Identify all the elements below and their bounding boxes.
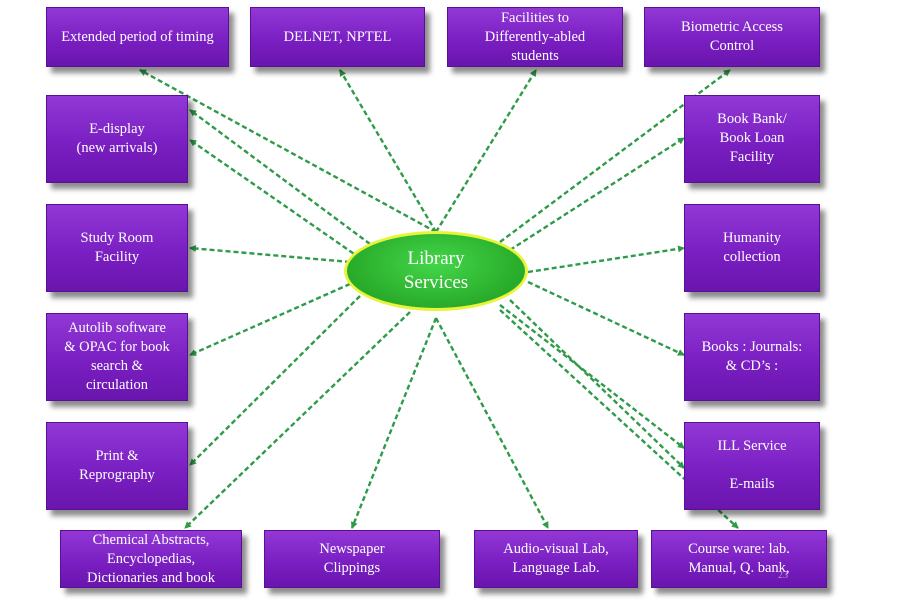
box-audio-visual: Audio-visual Lab, Language Lab. — [474, 530, 638, 588]
connector-autolib — [189, 282, 351, 357]
connector-delnet-nptel — [338, 69, 438, 233]
connector-ill-service-b — [509, 299, 685, 469]
connector-humanity — [527, 245, 685, 274]
library-services-hub: Library Services — [344, 231, 528, 311]
connector-differently-abled — [434, 69, 538, 233]
box-print-repro: Print & Reprography — [46, 422, 188, 510]
connector-print-repro — [189, 295, 361, 466]
box-course-ware: Course ware: lab. Manual, Q. bank, — [651, 530, 827, 588]
connector-book-bank — [509, 136, 685, 252]
connector-study-room — [189, 245, 351, 264]
box-autolib: Autolib software & OPAC for book search … — [46, 313, 188, 401]
connector-extended-timing — [139, 68, 437, 234]
connector-newspaper — [350, 317, 438, 529]
box-delnet-nptel: DELNET, NPTEL — [250, 7, 425, 67]
connector-ill-service-a — [499, 304, 685, 449]
connector-books-journals — [527, 280, 685, 357]
box-e-display: E-display (new arrivals) — [46, 95, 188, 183]
box-books-journals: Books : Journals: & CD’s : — [684, 313, 820, 401]
box-differently-abled: Facilities to Differently-abled students — [447, 7, 623, 67]
box-book-bank: Book Bank/ Book Loan Facility — [684, 95, 820, 183]
box-humanity: Humanity collection — [684, 204, 820, 292]
box-ill-service: ILL Service E-mails — [684, 422, 820, 510]
box-chemical-abstracts: Chemical Abstracts, Encyclopedias, Dicti… — [60, 530, 242, 588]
connector-audio-visual — [434, 317, 550, 529]
connector-e-display-b — [189, 139, 361, 259]
box-biometric: Biometric Access Control — [644, 7, 820, 67]
box-study-room: Study Room Facility — [46, 204, 188, 292]
page-number: 23 — [778, 570, 788, 581]
box-extended-timing: Extended period of timing — [46, 7, 229, 67]
connector-e-display-a — [189, 109, 371, 245]
box-newspaper: Newspaper Clippings — [264, 530, 440, 588]
connector-chemical-abstracts — [184, 311, 411, 529]
